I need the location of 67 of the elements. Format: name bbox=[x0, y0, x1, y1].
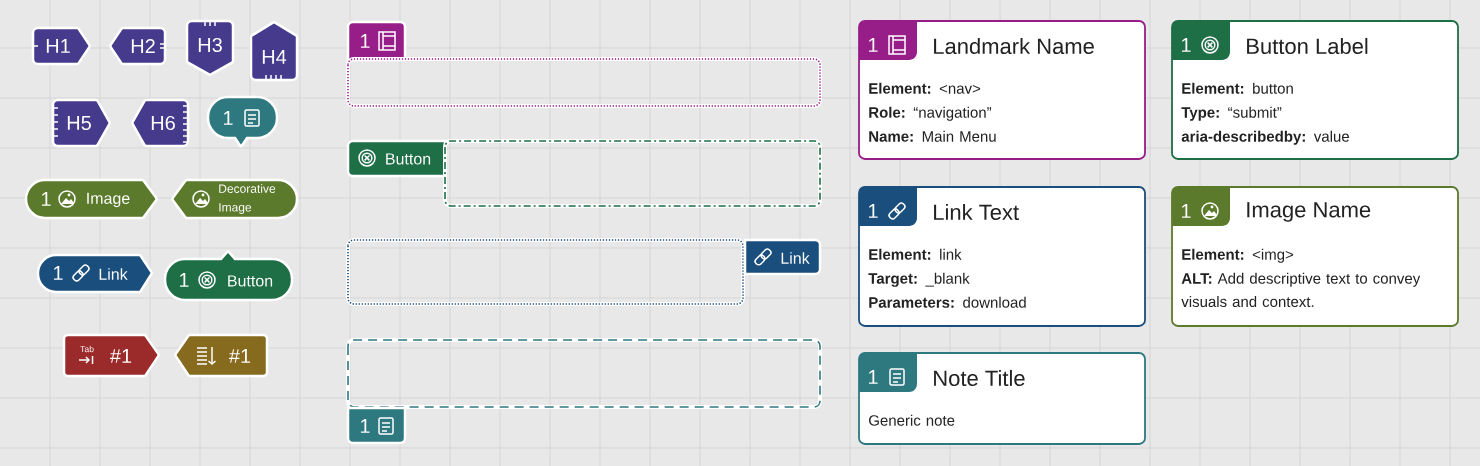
card-title: Landmark Name bbox=[934, 37, 1094, 55]
annotation-number: 1 bbox=[224, 111, 233, 125]
focus-order-badge bbox=[62, 333, 160, 378]
card-detail: Element: button bbox=[1182, 82, 1293, 94]
annotation-card bbox=[858, 20, 1146, 160]
annotation-card bbox=[858, 186, 1146, 327]
heading-level: H3 bbox=[198, 37, 222, 53]
annotation-number: 1 bbox=[361, 419, 370, 433]
link-badge bbox=[36, 253, 153, 294]
annotation-number: 1 bbox=[1181, 204, 1191, 218]
annotation-number: 1 bbox=[869, 204, 878, 218]
region-outline bbox=[443, 139, 822, 208]
heading-level: H2 bbox=[131, 39, 155, 53]
annotation-number: 1 bbox=[42, 192, 51, 206]
note-bubble bbox=[206, 95, 279, 148]
card-title: Image Name bbox=[1247, 202, 1371, 222]
annotation-number: 1 bbox=[180, 273, 189, 287]
card-detail: ALT: Add descriptive text to convey visuals and context. bbox=[1181, 272, 1421, 308]
heading-badge bbox=[31, 26, 91, 66]
badge-label: Image bbox=[87, 192, 130, 208]
card-detail: Parameters: download bbox=[869, 296, 1026, 308]
decorative-image-badge bbox=[171, 178, 299, 220]
region-outline bbox=[346, 57, 822, 108]
card-detail: Element: link bbox=[869, 248, 962, 260]
card-detail: Name: Main Menu bbox=[869, 130, 996, 142]
region-tab bbox=[743, 238, 822, 276]
card-detail: Target: _blank bbox=[868, 272, 970, 287]
card-detail: Element: <nav> bbox=[869, 82, 981, 94]
card-title: Button Label bbox=[1247, 37, 1368, 55]
heading-level: H5 bbox=[67, 116, 91, 130]
annotation-number: 1 bbox=[54, 266, 63, 280]
card-detail: Element: <img> bbox=[1182, 248, 1294, 263]
region-outline bbox=[346, 238, 745, 306]
heading-level: H1 bbox=[46, 39, 70, 53]
annotation-number: 1 bbox=[1181, 38, 1191, 52]
heading-level: H4 bbox=[262, 50, 287, 64]
order-number: #1 bbox=[110, 349, 132, 363]
annotation-card bbox=[858, 352, 1146, 445]
annotation-number: 1 bbox=[361, 34, 370, 48]
badge-label: Button bbox=[228, 275, 273, 287]
annotation-card bbox=[1171, 186, 1459, 327]
heading-badge bbox=[109, 26, 167, 66]
card-detail: Type: “submit” bbox=[1181, 106, 1282, 121]
button-badge bbox=[163, 250, 294, 302]
annotation-card bbox=[1171, 20, 1459, 160]
order-number: #1 bbox=[229, 349, 251, 363]
region-tab bbox=[346, 20, 407, 62]
badge-label: Button bbox=[386, 153, 431, 165]
heading-level: H6 bbox=[151, 115, 175, 131]
region-tab bbox=[346, 406, 407, 445]
annotation-number: 1 bbox=[869, 38, 878, 52]
annotation-number: 1 bbox=[869, 370, 878, 384]
heading-badge bbox=[51, 98, 111, 148]
card-detail: Role: “navigation” bbox=[869, 106, 992, 121]
key-label: Tab bbox=[80, 345, 94, 353]
region-outline bbox=[346, 338, 822, 409]
reading-order-badge bbox=[174, 333, 269, 378]
badge-label: Link bbox=[781, 252, 810, 264]
region-tab bbox=[346, 139, 447, 178]
card-detail: aria-describedby: value bbox=[1181, 130, 1349, 145]
card-title: Note Title bbox=[934, 369, 1025, 387]
badge-label: Decorative Image bbox=[219, 184, 276, 214]
badge-label: Link bbox=[99, 268, 128, 280]
heading-badge bbox=[185, 19, 235, 76]
card-detail: Generic note bbox=[869, 414, 955, 426]
card-title: Link Text bbox=[934, 203, 1019, 221]
image-badge bbox=[24, 178, 158, 220]
